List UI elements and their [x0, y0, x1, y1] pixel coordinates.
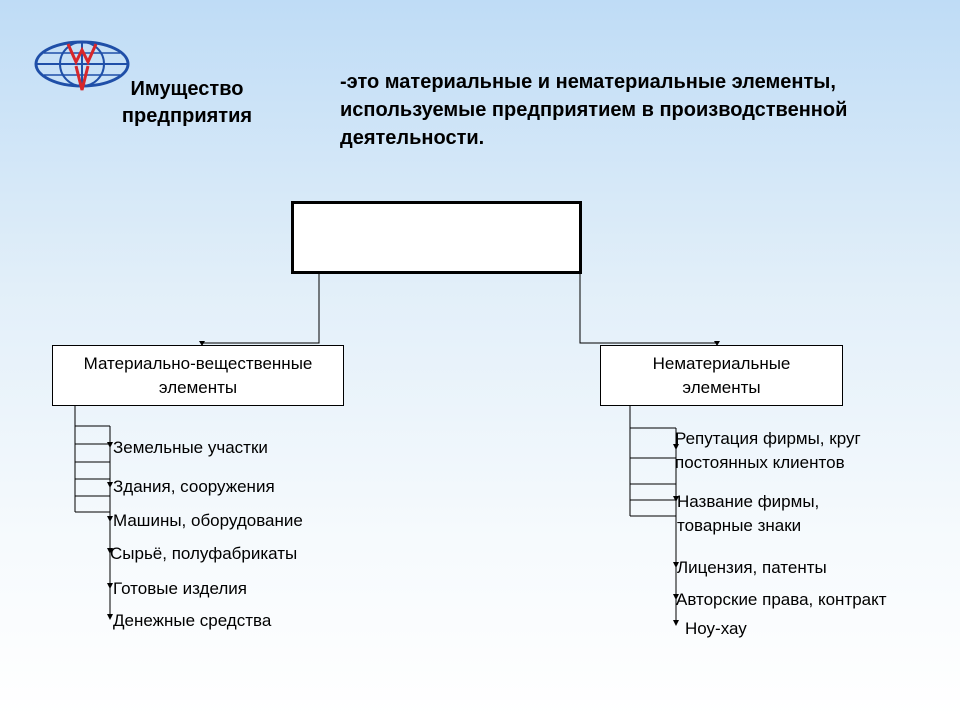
list-item: Машины, оборудование — [113, 511, 303, 530]
list-item: Здания, сооружения — [113, 477, 275, 496]
list-item: Готовые изделия — [113, 579, 247, 598]
list-item: Сырьё, полуфабрикаты — [110, 544, 298, 563]
term-title: Имущество предприятия — [121, 78, 253, 127]
material-elements-box: Материально-вещественные элементы — [52, 345, 344, 406]
list-item: Земельные участки — [113, 438, 268, 457]
list-item: Лицензия, патенты — [677, 558, 827, 577]
root-box — [291, 201, 582, 274]
list-item: Репутация фирмы, круг постоянных клиенто… — [675, 429, 861, 472]
globe-logo-icon — [34, 40, 130, 91]
list-item: Денежные средства — [113, 611, 272, 630]
material-elements-label: Материально-вещественные элементы — [83, 353, 313, 397]
list-item: Авторские права, контракт — [676, 590, 887, 609]
list-item: Название фирмы, товарные знаки — [677, 492, 820, 535]
nonmaterial-elements-label: Нематериальные элементы — [652, 353, 791, 397]
term-definition: -это материальные и нематериальные элеме… — [340, 71, 848, 149]
nonmaterial-elements-box: Нематериальные элементы — [600, 345, 843, 406]
list-item: Ноу-хау — [685, 619, 747, 638]
